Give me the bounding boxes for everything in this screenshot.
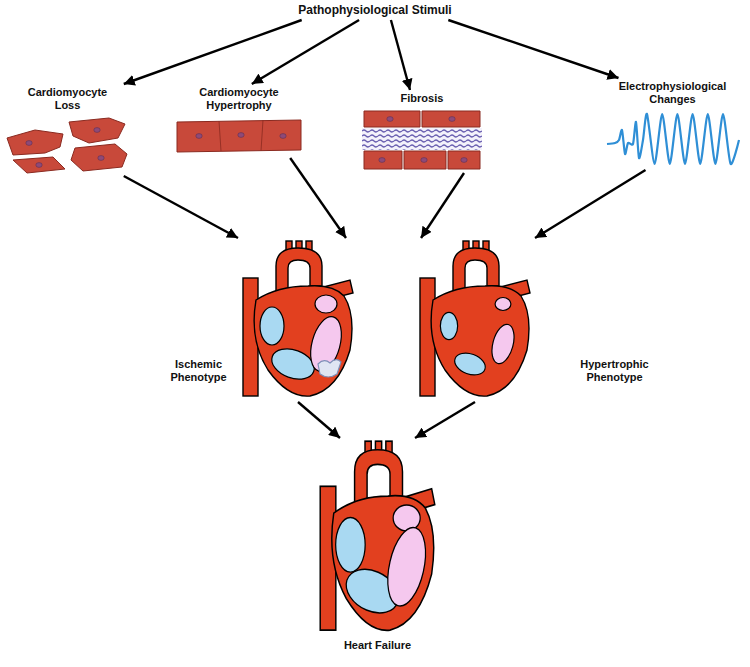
heart-illustration [315,440,440,635]
panel-label: Cardiomyocyte Loss [20,86,115,112]
arrow-connector [448,20,618,78]
panel-label: Fibrosis [367,92,477,105]
cardiomyocyte-cell [422,111,480,127]
phenotype-label: Heart Failure [315,639,440,652]
cell-nucleus [449,117,455,122]
infarct-scar [318,360,341,377]
heart-body [254,286,352,396]
heart-illustration [415,240,535,400]
arrow-connector [290,158,346,238]
right-atrium [440,312,457,339]
left-ventricle [381,523,432,611]
cell-nucleus [26,141,32,146]
cell-nucleus [94,128,100,133]
cell-panel: Fibrosis [362,92,482,171]
stimuli-title: Pathophysiological Stimuli [298,4,451,17]
arrow-connector [535,170,646,238]
cell-illustration [175,116,303,156]
arrow-connector [421,173,464,238]
cell-nucleus [98,156,104,161]
arrow-connector [415,402,475,438]
cardiomyocyte-cell [177,120,301,152]
cardiomyocyte-cell [69,118,125,143]
heart-figure: Heart Failure [315,440,440,652]
ecg-waveform [607,114,739,164]
panel-label: Cardiomyocyte Hypertrophy [184,86,294,112]
intercalated-disc [219,120,263,151]
heart-body [431,286,529,396]
cell-nucleus [238,133,244,138]
cell-nucleus [280,134,286,139]
left-atrium [495,298,511,311]
cell-nucleus [379,158,385,163]
arrow-connector [298,402,340,438]
right-atrium [336,517,366,572]
phenotype-label: Hypertrophic Phenotype [577,358,652,384]
cell-nucleus [387,117,393,122]
arrow-connector [391,20,410,90]
cell-panel: Cardiomyocyte Hypertrophy [175,86,303,156]
left-atrium [315,295,337,313]
cell-nucleus [36,163,42,168]
arrow-connector [252,20,359,84]
right-ventricle [452,349,489,379]
heart-figure: Ischemic Phenotype [238,240,358,400]
cell-nucleus [196,134,202,139]
left-ventricle [488,322,518,366]
collagen-band [362,128,482,150]
cell-illustration [362,109,482,171]
panel-label: Electrophysiological Changes [608,80,738,106]
cardiomyocyte-cell [13,157,65,173]
stimuli-heading: Pathophysiological Stimuli [295,3,454,18]
cardiomyocyte-cell [404,151,446,169]
cardiomyocyte-cell [448,151,480,169]
cardiomyocyte-cell [7,130,63,155]
heart-figure: Hypertrophic Phenotype [415,240,535,400]
cell-nucleus [421,158,427,163]
cardiomyocyte-cell [364,151,402,169]
cell-illustration [605,110,740,168]
cell-illustration [5,116,130,174]
cell-nucleus [461,158,467,163]
heart-illustration [238,240,358,400]
cell-panel: Cardiomyocyte Loss [5,86,130,174]
right-atrium [260,307,284,345]
cardiomyocyte-cell [71,144,127,171]
cell-panel: Electrophysiological Changes [605,80,740,168]
cardiomyocyte-cell [364,111,420,127]
arrow-connector [124,20,302,84]
left-atrium [393,505,420,531]
arrow-connector [124,176,238,238]
phenotype-label: Ischemic Phenotype [161,358,236,384]
heart-body [332,496,434,631]
